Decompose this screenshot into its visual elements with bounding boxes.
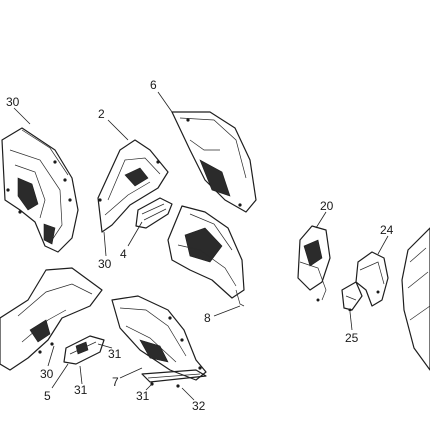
callout-24: 24 xyxy=(380,223,394,237)
callout-8: 8 xyxy=(204,311,211,325)
leader-lines xyxy=(13,91,389,401)
callout-31-left: 31 xyxy=(74,383,88,397)
part-lower-bracket-5 xyxy=(63,335,105,365)
callout-30-top: 30 xyxy=(6,95,20,109)
callout-20: 20 xyxy=(320,199,334,213)
part-rear-bracket-20 xyxy=(297,225,331,302)
callout-30-lower: 30 xyxy=(40,367,54,381)
part-bracket xyxy=(135,197,173,229)
callout-30-middle: 30 xyxy=(98,257,112,271)
part-inner-fender xyxy=(167,205,245,307)
part-right-cowl xyxy=(401,227,430,371)
callout-25: 25 xyxy=(345,331,359,345)
callout-31-lower: 31 xyxy=(136,389,150,403)
callout-4: 4 xyxy=(120,247,127,261)
part-lower-cover-left xyxy=(0,267,103,371)
part-front-fender-left xyxy=(1,127,79,253)
callout-labels: 30 2 6 20 24 4 30 8 25 30 31 5 31 7 31 3… xyxy=(6,78,394,413)
callout-7: 7 xyxy=(112,375,119,389)
callout-31-upper: 31 xyxy=(108,347,122,361)
callout-6: 6 xyxy=(150,78,157,92)
part-side-cover-lower xyxy=(111,295,207,381)
part-side-cover-upper xyxy=(171,111,257,213)
callout-5: 5 xyxy=(44,389,51,403)
callout-32: 32 xyxy=(192,399,206,413)
callout-2: 2 xyxy=(98,107,105,121)
part-inner-panel xyxy=(97,139,169,233)
part-linkage-24-25 xyxy=(341,251,389,312)
